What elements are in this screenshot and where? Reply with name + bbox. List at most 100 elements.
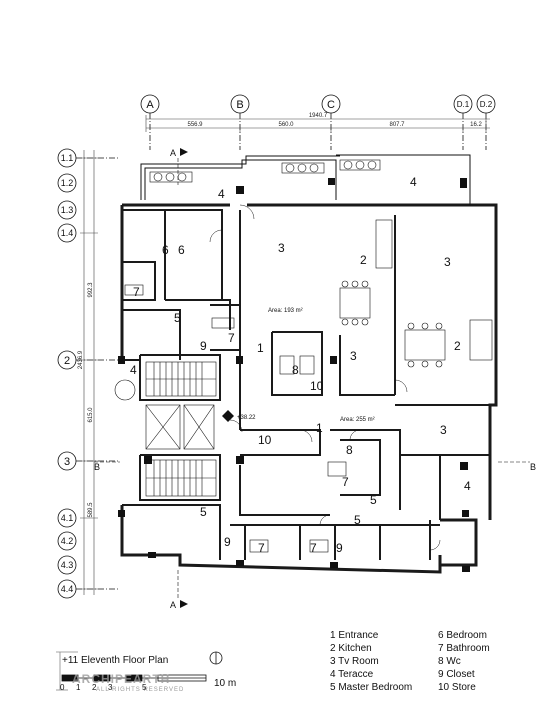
svg-text:4.1: 4.1 <box>61 513 74 523</box>
room-label-kitchen-north: 2 <box>360 253 367 267</box>
drawing-title: +11 Eleventh Floor Plan <box>62 655 169 666</box>
room-labels: 4 4 6 6 3 2 3 7 5 7 9 1 2 3 8 10 4 1 3 1… <box>130 175 471 555</box>
exterior-walls <box>120 203 498 574</box>
dimension-3-to-4-1: 589.5 <box>88 502 94 518</box>
room-label-store-south: 10 <box>258 433 272 447</box>
scale-bar <box>61 674 207 682</box>
legend-column-1: 1 Entrance 2 Kitchen 3 Tv Room 4 Teracce… <box>330 629 412 694</box>
legend-item-store: 10 Store <box>438 682 476 693</box>
svg-text:3: 3 <box>64 456 70 468</box>
structural-columns <box>118 178 470 572</box>
level-marker: +38.22 <box>222 410 256 422</box>
dimension-1-4-to-2: 992.3 <box>88 282 94 298</box>
scale-tick-0: 0 <box>60 683 65 692</box>
room-label-master-bedroom-south: 5 <box>354 513 361 527</box>
grid-bubble-b: B <box>230 94 250 114</box>
stair-treads-upper <box>153 362 203 396</box>
grid-bubble-4-3: 4.3 <box>57 555 77 575</box>
grid-bubble-1-4: 1.4 <box>57 223 77 243</box>
door-swings <box>209 204 441 551</box>
watermark-logo: ARCHIPEARTH <box>72 672 171 686</box>
svg-text:B: B <box>236 99 243 111</box>
legend-item-tv-room: 3 Tv Room <box>330 656 379 667</box>
scale-tick-2: 2 <box>92 683 97 692</box>
stair-core <box>145 361 217 497</box>
grid-bubble-3: 3 <box>57 451 77 471</box>
svg-text:C: C <box>327 99 335 111</box>
grid-bubble-1-2: 1.2 <box>57 173 77 193</box>
room-label-bathroom-north: 7 <box>228 331 235 345</box>
dining-table-east <box>404 329 446 361</box>
legend-item-master-bedroom: 5 Master Bedroom <box>330 682 413 693</box>
room-label-tv-room-southeast: 3 <box>440 423 447 437</box>
overall-dimension: 1940.7 <box>309 113 328 119</box>
level-value: +38.22 <box>237 415 256 421</box>
section-arrow-a-bottom-icon <box>180 600 188 608</box>
room-label-master-bedroom-west: 5 <box>174 311 181 325</box>
section-arrow-a-top-icon <box>180 148 188 156</box>
room-label-closet-south: 9 <box>336 541 343 555</box>
grid-bubble-c: C <box>321 94 341 114</box>
room-label-master-bedroom-southwest: 5 <box>200 505 207 519</box>
room-label-terrace-northeast: 4 <box>410 175 417 189</box>
room-label-entrance-east: 1 <box>316 421 323 435</box>
room-label-bathroom-south-1: 7 <box>258 541 265 555</box>
interior-walls <box>122 209 490 560</box>
kitchen-counter-north <box>375 219 393 269</box>
grid-bubble-4-2: 4.2 <box>57 531 77 551</box>
legend-column-2: 6 Bedroom 7 Bathroom 8 Wc 9 Closet 10 St… <box>438 629 490 694</box>
legend-item-closet: 9 Closet <box>438 669 475 680</box>
grid-bubble-2: 2 <box>57 350 77 370</box>
terrace-curve-west <box>114 379 136 401</box>
legend-item-wc: 8 Wc <box>438 656 461 667</box>
level-marker-icon <box>222 410 234 422</box>
section-mark-a-bottom: A <box>170 600 176 610</box>
left-dimension-lines <box>80 150 98 595</box>
grid-bubble-a: A <box>140 94 160 114</box>
furniture <box>114 219 493 553</box>
section-mark-b-right: B <box>530 462 536 472</box>
dimension-c-d1: 807.7 <box>389 122 405 128</box>
svg-text:4.3: 4.3 <box>61 560 74 570</box>
legend-item-kitchen: 2 Kitchen <box>330 643 372 654</box>
area-label-north-unit: Area: 193 m² <box>268 308 303 314</box>
scale-tick-1: 1 <box>76 683 81 692</box>
room-label-master-bedroom-east: 5 <box>370 493 377 507</box>
dining-table-north <box>339 287 371 319</box>
svg-text:D.2: D.2 <box>480 100 493 109</box>
grid-bubble-4-4: 4.4 <box>57 579 77 599</box>
room-label-bathroom-south: 7 <box>342 475 349 489</box>
scale-tick-3: 3 <box>108 683 113 692</box>
room-label-bathroom-south-2: 7 <box>310 541 317 555</box>
room-label-wc-north: 8 <box>292 363 299 377</box>
svg-text:A: A <box>146 99 154 111</box>
svg-text:1.3: 1.3 <box>61 205 74 215</box>
dimension-2-to-3: 615.0 <box>88 407 94 423</box>
svg-text:2: 2 <box>64 355 70 367</box>
terraces-north <box>140 154 471 205</box>
legend-item-bedroom: 6 Bedroom <box>438 630 487 641</box>
stair-treads-lower <box>153 460 203 496</box>
grid-row-bubbles: 1.1 1.2 1.3 1.4 2 3 4.1 4.2 4.3 4.4 <box>57 148 120 599</box>
grid-bubble-d2: D.2 <box>476 94 496 114</box>
room-label-tv-room-north: 3 <box>278 241 285 255</box>
svg-text:D.1: D.1 <box>457 100 470 109</box>
room-label-tv-room-center: 3 <box>350 349 357 363</box>
svg-text:1.1: 1.1 <box>61 153 74 163</box>
scale-end-label: 10 m <box>214 678 237 689</box>
room-label-bedroom-2: 6 <box>178 243 185 257</box>
section-markers: A A B B <box>94 148 536 610</box>
dimension-b-c: 560.0 <box>278 122 294 128</box>
watermark-subtitle: ALL RIGHTS RESERVED <box>96 687 185 693</box>
room-label-tv-room-east: 3 <box>444 255 451 269</box>
grid-bubble-d1: D.1 <box>453 94 473 114</box>
elevator-shaft-1 <box>145 404 181 450</box>
svg-text:4.4: 4.4 <box>61 584 74 594</box>
room-label-wc-south: 8 <box>346 443 353 457</box>
svg-text:1.4: 1.4 <box>61 228 74 238</box>
room-label-store-north: 10 <box>310 379 324 393</box>
svg-text:1.2: 1.2 <box>61 178 74 188</box>
scale-tick-5: 5 <box>142 683 147 692</box>
elevator-shaft-2 <box>183 404 215 450</box>
room-label-entrance-north: 1 <box>257 341 264 355</box>
